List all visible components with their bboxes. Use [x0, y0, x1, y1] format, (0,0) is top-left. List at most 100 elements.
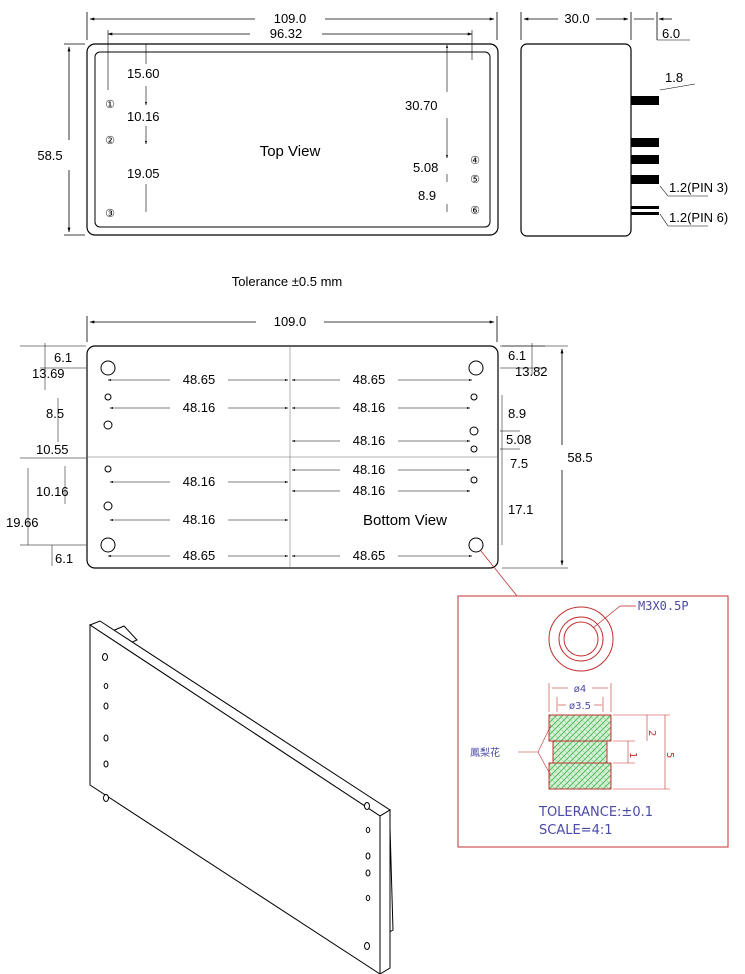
- pin-hole-r1: [470, 393, 478, 401]
- top-view-labels: 109.0 96.32 58.5 15.60 10.16 19.05 30.70…: [37, 11, 480, 289]
- iso-hole-11: [365, 895, 371, 901]
- top-dim-d6: 8.9: [418, 188, 436, 203]
- bottom-height-dim: 58.5: [567, 450, 592, 465]
- pin-hole-r3: [470, 445, 478, 453]
- bottom-dim-r5-left: 48.16: [183, 474, 216, 489]
- top-pin-span-dim: 96.32: [270, 26, 303, 41]
- detail-thread-label: M3X0.5P: [638, 599, 689, 613]
- detail-leader-line: [480, 550, 518, 597]
- bottom-dim-r6-left: 48.16: [183, 512, 216, 527]
- side-pin-5: [631, 206, 659, 209]
- top-width-dim: 109.0: [274, 11, 307, 26]
- isometric-view: [88, 620, 394, 974]
- bottom-view-title: Bottom View: [363, 512, 447, 529]
- iso-hole-5: [103, 760, 109, 768]
- pin-hole-r2: [469, 426, 479, 436]
- pin-2-label: ②: [105, 135, 115, 147]
- side-pin-length-dim: 6.0: [662, 26, 680, 41]
- tolerance-note: Tolerance ±0.5 mm: [232, 274, 342, 289]
- top-view-outline: [86, 43, 499, 236]
- top-dim-d4: 30.70: [405, 98, 438, 113]
- iso-hole-12: [364, 942, 370, 950]
- detail-scale: SCALE=4:1: [539, 823, 613, 838]
- knurl-lower: [548, 762, 612, 790]
- side-view-labels: 30.0 6.0 1.8 1.2(PIN 3) 1.2(PIN 6): [564, 11, 728, 225]
- bottom-dim-r7-left: 48.65: [183, 548, 216, 563]
- pin-6-label: ⑥: [470, 205, 480, 217]
- top-dim-d2: 10.16: [127, 109, 160, 124]
- detail-frame: [457, 595, 729, 848]
- detail-inner-dia: ø3.5: [569, 701, 591, 712]
- mount-hole-tr: [468, 360, 484, 376]
- pin-1-label: ①: [105, 99, 115, 111]
- standoff-top-hole: [563, 621, 599, 657]
- pin-5-label: ⑤: [470, 174, 480, 186]
- top-dim-d5: 5.08: [413, 160, 438, 175]
- detail-dim-1: 1: [627, 752, 638, 758]
- detail-outer-dia: ø4: [574, 684, 586, 695]
- side-pin-2: [631, 138, 659, 147]
- bottom-dim-r7-right: 48.65: [353, 548, 386, 563]
- pin-hole-l3: [104, 465, 112, 473]
- mount-hole-tl: [100, 360, 116, 376]
- side-pin-4: [631, 175, 659, 184]
- bottom-right-dim-4: 7.5: [510, 456, 528, 471]
- bottom-dim-r1-right: 48.65: [353, 372, 386, 387]
- bottom-dim-r3-right: 48.16: [353, 433, 386, 448]
- side-depth-dim: 30.0: [564, 11, 589, 26]
- iso-hole-3: [103, 702, 109, 710]
- bottom-dim-r4-right: 48.16: [353, 462, 386, 477]
- bottom-left-dim-2: 8.5: [46, 406, 64, 421]
- detail-dim-2: 2: [646, 730, 657, 736]
- bottom-view: [20, 316, 568, 569]
- bottom-right-dim-5: 17.1: [508, 502, 533, 517]
- pin-hole-l4: [103, 501, 113, 511]
- iso-hole-4: [103, 734, 109, 742]
- bottom-right-dim-2: 8.9: [508, 406, 526, 421]
- bottom-right-dim-3: 5.08: [506, 432, 531, 447]
- bottom-dim-r5-right: 48.16: [353, 483, 386, 498]
- iso-hole-7: [364, 802, 370, 810]
- bottom-holes: [100, 360, 484, 553]
- bottom-left-dim-3: 10.55: [36, 442, 69, 457]
- top-view: [64, 12, 499, 236]
- pin-hole-l2: [103, 420, 113, 430]
- bottom-left-dim-4: 10.16: [36, 484, 69, 499]
- iso-hole-10: [365, 869, 371, 877]
- bottom-left-dim-6: 6.1: [55, 551, 73, 566]
- side-pin-1: [631, 96, 659, 105]
- standoff-top-outer: [548, 606, 614, 672]
- iso-hole-9: [365, 852, 371, 860]
- top-height-dim: 58.5: [37, 148, 62, 163]
- knurl-upper: [548, 714, 612, 742]
- bottom-right-dim-1: 13.82: [515, 364, 548, 379]
- side-pin-dia-dim: 1.8: [665, 70, 683, 85]
- standoff-detail: M3X0.5P ø4 ø3.5 2 1 5 鳳梨花 TOLERANCE:±0.1…: [457, 595, 729, 848]
- detail-knurl-label: 鳳梨花: [470, 746, 500, 759]
- bottom-dim-r2-right: 48.16: [353, 400, 386, 415]
- side-pin3-dim: 1.2(PIN 3): [669, 180, 728, 195]
- bottom-left-dim-0: 6.1: [54, 350, 72, 365]
- detail-tolerance: TOLERANCE:±0.1: [538, 805, 653, 820]
- side-view: [520, 12, 708, 237]
- iso-hole-1: [102, 653, 108, 661]
- pin-3-label: ③: [105, 208, 115, 220]
- iso-hole-6: [103, 794, 109, 802]
- side-pins: [631, 96, 659, 215]
- iso-hole-2: [103, 683, 109, 689]
- side-pin-6: [631, 212, 659, 215]
- detail-dim-5: 5: [664, 752, 675, 758]
- bottom-dim-r1-left: 48.65: [183, 372, 216, 387]
- bottom-left-dim-1: 13.69: [32, 366, 65, 381]
- standoff-top-inner: [558, 616, 604, 662]
- iso-hole-8: [365, 827, 371, 833]
- top-view-title: Top View: [260, 143, 321, 160]
- side-pin-3: [631, 155, 659, 164]
- bottom-dim-r2-left: 48.16: [183, 400, 216, 415]
- pin-hole-l1: [104, 393, 112, 401]
- knurl-neck: [552, 740, 608, 764]
- bottom-width-dim: 109.0: [274, 314, 307, 329]
- side-pin6-dim: 1.2(PIN 6): [669, 210, 728, 225]
- bottom-left-dim-5: 19.66: [6, 515, 39, 530]
